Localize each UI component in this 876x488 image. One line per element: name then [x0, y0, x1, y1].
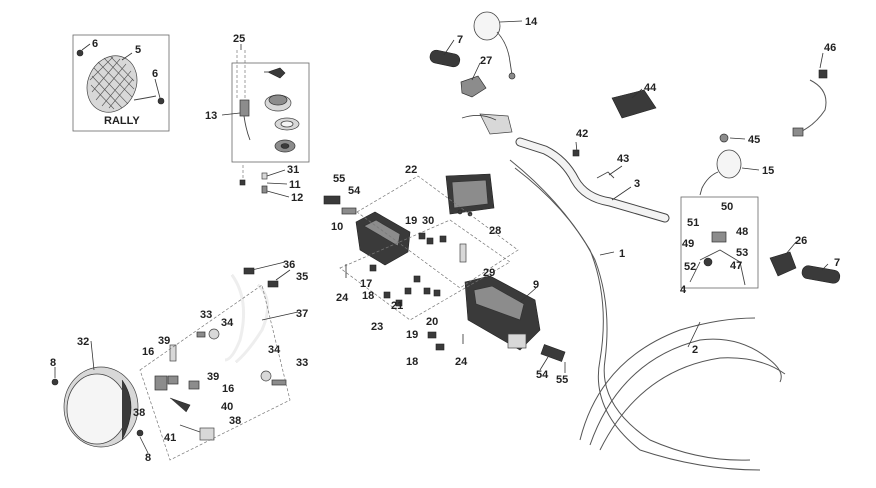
- headlight-assembly: [51, 344, 215, 448]
- leader-lines: [54, 20, 829, 454]
- wiring-harness: [799, 79, 827, 133]
- part-label-17: 17: [360, 278, 372, 290]
- control-unit: [611, 89, 657, 119]
- part-label-19: 19: [406, 329, 418, 341]
- left-grip: [429, 49, 461, 68]
- part-label-23: 23: [371, 321, 383, 333]
- part-label-13: 13: [205, 110, 217, 122]
- part-label-2: 2: [692, 344, 698, 356]
- part-label-54: 54: [348, 185, 361, 197]
- part-label-30: 30: [422, 215, 434, 227]
- part-label-6: 6: [92, 38, 98, 50]
- part-label-4: 4: [680, 284, 687, 296]
- part-label-55: 55: [333, 173, 345, 185]
- part-label-36: 36: [283, 259, 295, 271]
- part-label-43: 43: [617, 153, 629, 165]
- part-label-24: 24: [455, 356, 468, 368]
- part-label-42: 42: [576, 128, 588, 140]
- right-switch: [769, 251, 797, 277]
- part-label-8: 8: [50, 357, 56, 369]
- part-label-49: 49: [682, 238, 694, 250]
- part-label-5: 5: [135, 44, 141, 56]
- bracket-upper: [355, 211, 411, 266]
- right-mirror: [699, 149, 742, 196]
- part-label-11: 11: [289, 179, 301, 191]
- part-label-53: 53: [736, 247, 748, 259]
- part-label-47: 47: [730, 260, 742, 272]
- part-label-27: 27: [480, 55, 492, 67]
- part-label-48: 48: [736, 226, 748, 238]
- fastener-group: [323, 195, 566, 362]
- part-label-26: 26: [795, 235, 807, 247]
- part-label-44: 44: [644, 82, 657, 94]
- right-grip: [801, 265, 841, 284]
- part-label-8: 8: [145, 452, 151, 464]
- part-label-33: 33: [296, 357, 308, 369]
- part-label-15: 15: [762, 165, 774, 177]
- part-label-38: 38: [133, 407, 145, 419]
- part-label-16: 16: [222, 383, 234, 395]
- part-label-39: 39: [207, 371, 219, 383]
- part-label-6: 6: [152, 68, 158, 80]
- ignition-switch-inset: [231, 50, 310, 194]
- left-mirror: [473, 11, 516, 80]
- part-label-3: 3: [634, 178, 640, 190]
- part-label-16: 16: [142, 346, 154, 358]
- part-label-7: 7: [457, 34, 463, 46]
- part-label-37: 37: [296, 308, 308, 320]
- assembly-outline-lower: [339, 219, 511, 321]
- rally-grille-inset: RALLY: [72, 34, 170, 132]
- part-label-20: 20: [426, 316, 438, 328]
- brake-lever-inset: [680, 196, 759, 289]
- part-label-18: 18: [362, 290, 374, 302]
- part-label-55: 55: [556, 374, 568, 386]
- part-label-12: 12: [291, 192, 303, 204]
- part-label-32: 32: [77, 336, 89, 348]
- rally-label: RALLY: [104, 115, 140, 127]
- part-label-50: 50: [721, 201, 733, 213]
- part-label-51: 51: [687, 217, 699, 229]
- part-label-41: 41: [164, 432, 176, 444]
- part-label-7: 7: [834, 257, 840, 269]
- headlight-mount-outline: [139, 284, 291, 461]
- headlight-bracket: [196, 267, 287, 386]
- bracket-lower: [464, 275, 541, 351]
- part-label-31: 31: [287, 164, 299, 176]
- part-label-22: 22: [405, 164, 417, 176]
- part-label-40: 40: [221, 401, 233, 413]
- part-label-28: 28: [489, 225, 501, 237]
- part-label-9: 9: [533, 279, 539, 291]
- part-label-29: 29: [483, 267, 495, 279]
- part-label-19: 19: [405, 215, 417, 227]
- part-label-39: 39: [158, 335, 170, 347]
- part-label-46: 46: [824, 42, 836, 54]
- part-label-33: 33: [200, 309, 212, 321]
- assembly-outline: [356, 175, 519, 289]
- handlebar: [515, 137, 670, 223]
- part-label-35: 35: [296, 271, 308, 283]
- part-label-25: 25: [233, 33, 245, 45]
- part-label-24: 24: [336, 292, 349, 304]
- part-label-10: 10: [331, 221, 343, 233]
- part-label-34: 34: [268, 344, 281, 356]
- control-cables: [509, 159, 786, 471]
- left-switch-and-lever: [460, 75, 513, 135]
- part-label-14: 14: [525, 16, 538, 28]
- part-label-21: 21: [391, 300, 403, 312]
- part-label-1: 1: [619, 248, 625, 260]
- part-label-34: 34: [221, 317, 234, 329]
- part-labels: 6 5 6 25 13 31 11 12 7 14 27 44 42 43 3 …: [50, 16, 840, 464]
- part-label-54: 54: [536, 369, 549, 381]
- part-label-45: 45: [748, 134, 760, 146]
- part-label-18: 18: [406, 356, 418, 368]
- part-label-38: 38: [229, 415, 241, 427]
- instrument-cluster: [445, 173, 495, 217]
- part-label-52: 52: [684, 261, 696, 273]
